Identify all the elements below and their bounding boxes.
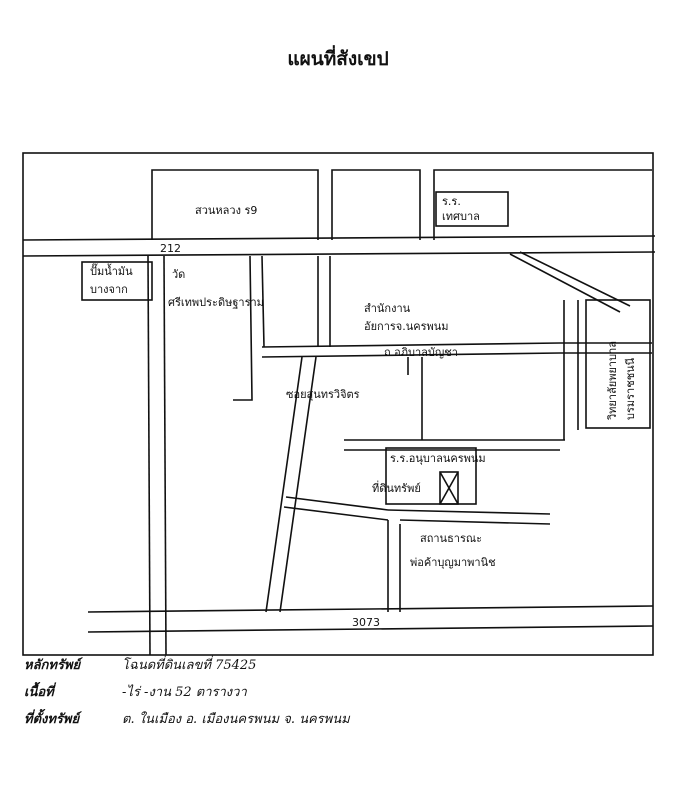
diag-road-2 <box>519 251 631 307</box>
school-box <box>435 191 509 227</box>
location-value: ต. ในเมือง อ. เมืองนครพนม จ. นครพนม <box>122 712 350 727</box>
label-police: สำนักงาน <box>364 302 411 315</box>
map-title: แผนที่สังเขป <box>287 48 389 70</box>
park-block <box>151 169 319 240</box>
label-park: สวนหลวง ร9 <box>195 204 257 217</box>
label-school-2: ร.ร.อนุบาลนครพนม <box>390 452 486 465</box>
soi-1 <box>265 356 303 613</box>
label-college-2: บรมราชชนนี <box>624 357 637 420</box>
college-box <box>585 299 651 429</box>
location-label: ที่ตั้งทรัพย์ <box>24 712 80 727</box>
label-temple-2: ศรีเทพประดิษฐาราม <box>168 296 264 309</box>
label-school-rs-name: เทศบาล <box>442 210 480 223</box>
label-soi: ซอยสุนทรวิจิตร <box>286 388 360 401</box>
soi-2 <box>279 356 317 613</box>
road-3073-top <box>87 605 654 613</box>
temple-block <box>233 255 253 401</box>
label-college: วิทยาลัยพยาบาล <box>606 341 619 421</box>
label-property: ที่ดินทรัพย์ <box>372 480 421 495</box>
label-gas: ปั๊มน้ำมัน <box>90 263 133 278</box>
deed-value: โฉนดที่ดินเลขที่ 75425 <box>122 658 257 673</box>
road-212-top <box>22 235 656 241</box>
label-police-2: อัยการจ.นครพนม <box>364 320 449 333</box>
left-road-2 <box>163 255 167 656</box>
block-right <box>433 169 652 240</box>
diag-road-1 <box>509 253 621 313</box>
road-212-bottom <box>22 251 656 257</box>
property-info: หลักทรัพย์ โฉนดที่ดินเลขที่ 75425 เนื้อท… <box>24 652 350 733</box>
label-road-name: ถ.อภิบาลบัญชา <box>384 346 458 359</box>
school-2-box <box>385 447 477 505</box>
road-3073-bottom <box>87 625 654 633</box>
label-gas-2: บางจาก <box>90 283 128 296</box>
property-box <box>439 471 459 505</box>
label-road-212: 212 <box>160 242 181 255</box>
label-road-3073: 3073 <box>352 616 380 629</box>
left-road-1 <box>147 255 151 656</box>
label-hospital-2: พ่อค้าบุญมาพานิช <box>410 556 496 569</box>
area-label: เนื้อที่ <box>24 685 54 700</box>
mid-road-top <box>261 342 561 348</box>
map-frame <box>22 152 654 656</box>
mid-road-bottom <box>261 352 561 358</box>
property-cross <box>439 471 459 505</box>
area-value: -ไร่ -งาน 52 ตารางวา <box>122 685 247 700</box>
label-school-rs: ร.ร. <box>442 195 461 208</box>
label-temple: วัด <box>172 268 185 281</box>
deed-label: หลักทรัพย์ <box>24 658 81 673</box>
v-road-2 <box>261 255 265 348</box>
deed-row: หลักทรัพย์ โฉนดที่ดินเลขที่ 75425 <box>24 652 350 679</box>
area-row: เนื้อที่ -ไร่ -งาน 52 ตารางวา <box>24 679 350 706</box>
label-hospital-1: สถานธารณะ <box>420 532 482 545</box>
block-middle <box>331 169 421 240</box>
gas-box <box>81 261 153 301</box>
location-row: ที่ตั้งทรัพย์ ต. ในเมือง อ. เมืองนครพนม … <box>24 706 350 733</box>
